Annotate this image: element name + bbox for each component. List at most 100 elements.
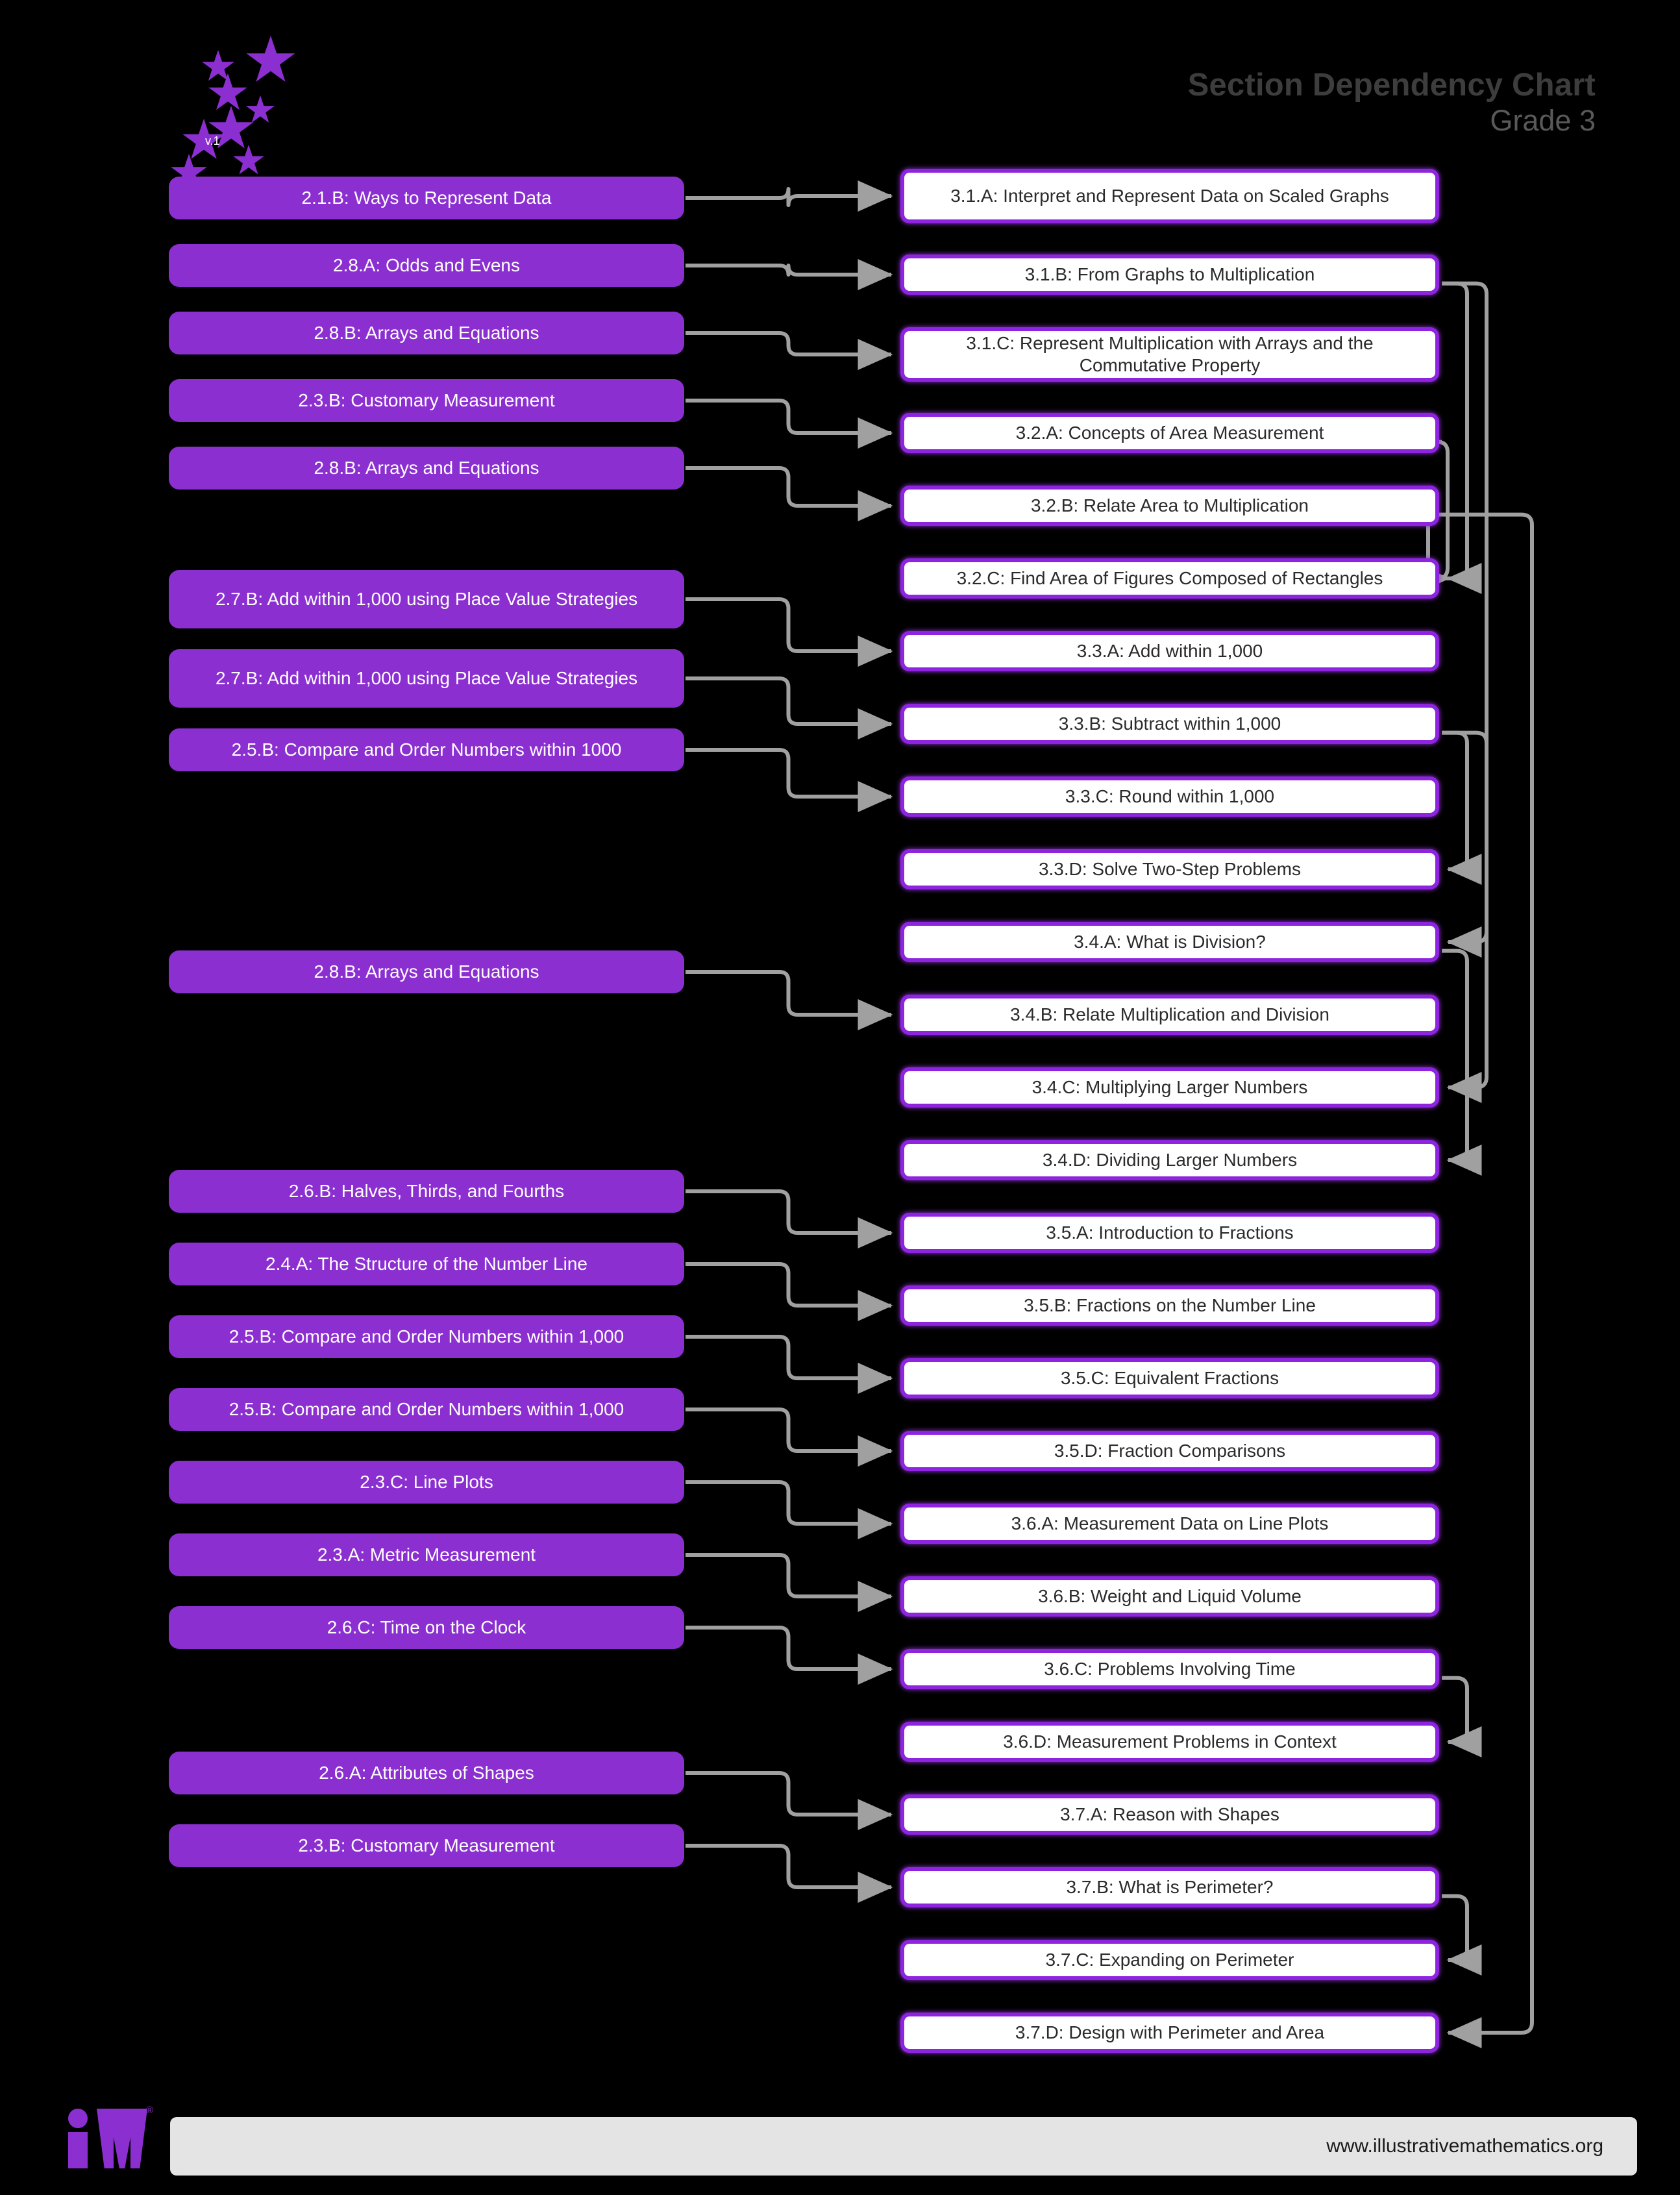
- footer-bar: www.illustrativemathematics.org: [170, 2117, 1637, 2176]
- star-icon: [202, 50, 234, 81]
- section-node-label: 3.1.C: Represent Multiplication with Arr…: [966, 333, 1374, 375]
- section-node[interactable]: 3.1.B: From Graphs to Multiplication: [900, 254, 1439, 295]
- section-node[interactable]: 3.4.C: Multiplying Larger Numbers: [900, 1067, 1439, 1108]
- connector-arrow: [686, 259, 893, 290]
- prerequisite-node-label: 2.7.B: Add within 1,000 using Place Valu…: [215, 668, 638, 689]
- section-node[interactable]: 3.3.A: Add within 1,000: [900, 631, 1439, 671]
- section-node[interactable]: 3.3.B: Subtract within 1,000: [900, 704, 1439, 744]
- registered-mark: ®: [146, 2105, 154, 2116]
- star-icon: [233, 145, 264, 175]
- section-node-label: 3.7.D: Design with Perimeter and Area: [1015, 2022, 1325, 2043]
- section-node[interactable]: 3.4.A: What is Division?: [900, 922, 1439, 962]
- section-node[interactable]: 3.1.C: Represent Multiplication with Arr…: [900, 327, 1439, 382]
- connector-arrow: [686, 597, 893, 667]
- logo-i-dot: [68, 2109, 88, 2128]
- prerequisite-node[interactable]: 2.7.B: Add within 1,000 using Place Valu…: [170, 651, 683, 706]
- connector-arrow: [686, 1480, 893, 1539]
- prerequisite-node[interactable]: 2.6.A: Attributes of Shapes: [170, 1753, 683, 1793]
- section-node[interactable]: 3.5.C: Equivalent Fractions: [900, 1358, 1439, 1398]
- section-node-label: 3.5.B: Fractions on the Number Line: [1024, 1295, 1316, 1316]
- section-node[interactable]: 3.7.D: Design with Perimeter and Area: [900, 2013, 1439, 2053]
- section-node[interactable]: 3.7.C: Expanding on Perimeter: [900, 1940, 1439, 1980]
- prerequisite-node-label: 2.5.B: Compare and Order Numbers within …: [231, 739, 622, 760]
- section-node[interactable]: 3.7.B: What is Perimeter?: [900, 1867, 1439, 1907]
- prerequisite-node[interactable]: 2.8.B: Arrays and Equations: [170, 952, 683, 992]
- section-node[interactable]: 3.2.B: Relate Area to Multiplication: [900, 486, 1439, 526]
- prerequisite-node[interactable]: 2.1.B: Ways to Represent Data: [170, 178, 683, 218]
- connector-arrow: [686, 180, 893, 212]
- prerequisite-node-label: 2.5.B: Compare and Order Numbers within …: [229, 1399, 624, 1420]
- section-node[interactable]: 3.4.D: Dividing Larger Numbers: [900, 1140, 1439, 1180]
- section-node[interactable]: 3.2.C: Find Area of Figures Composed of …: [900, 558, 1439, 599]
- section-node-label: 3.7.C: Expanding on Perimeter: [1045, 1950, 1294, 1970]
- im-logo: ®: [68, 2103, 162, 2175]
- connector-arrow: [686, 1553, 893, 1612]
- section-node[interactable]: 3.1.A: Interpret and Represent Data on S…: [900, 169, 1439, 223]
- prerequisite-node[interactable]: 2.3.B: Customary Measurement: [170, 1826, 683, 1866]
- section-node[interactable]: 3.3.D: Solve Two-Step Problems: [900, 849, 1439, 889]
- connector-arrow: [1442, 512, 1534, 2048]
- section-node[interactable]: 3.6.B: Weight and Liquid Volume: [900, 1576, 1439, 1617]
- section-node-label: 3.7.A: Reason with Shapes: [1060, 1804, 1279, 1825]
- section-node-label: 3.6.B: Weight and Liquid Volume: [1038, 1586, 1302, 1607]
- section-node[interactable]: 3.5.D: Fraction Comparisons: [900, 1431, 1439, 1471]
- section-node[interactable]: 3.7.A: Reason with Shapes: [900, 1794, 1439, 1835]
- connector-arrow: [686, 676, 893, 739]
- prerequisite-node-label: 2.4.A: The Structure of the Number Line: [266, 1254, 587, 1274]
- connector-arrow: [686, 970, 893, 1030]
- prerequisite-node[interactable]: 2.8.B: Arrays and Equations: [170, 448, 683, 488]
- header: Section Dependency Chart Grade 3: [1188, 68, 1596, 139]
- logo-m-stroke: [130, 2109, 147, 2168]
- prerequisite-node[interactable]: 2.5.B: Compare and Order Numbers within …: [170, 1389, 683, 1430]
- section-node-label: 3.3.D: Solve Two-Step Problems: [1038, 859, 1302, 880]
- section-node-label: 3.5.C: Equivalent Fractions: [1060, 1368, 1279, 1389]
- prerequisite-node-label: 2.5.B: Compare and Order Numbers within …: [229, 1326, 624, 1347]
- section-node-label: 3.5.A: Introduction to Fractions: [1046, 1222, 1294, 1243]
- section-node[interactable]: 3.5.B: Fractions on the Number Line: [900, 1285, 1439, 1326]
- section-node[interactable]: 3.3.C: Round within 1,000: [900, 776, 1439, 817]
- section-node-label: 3.3.B: Subtract within 1,000: [1058, 713, 1281, 734]
- section-node-label: 3.4.D: Dividing Larger Numbers: [1042, 1150, 1298, 1171]
- section-node[interactable]: 3.6.C: Problems Involving Time: [900, 1649, 1439, 1689]
- section-node-label: 3.6.C: Problems Involving Time: [1044, 1659, 1296, 1680]
- prerequisite-node[interactable]: 2.8.B: Arrays and Equations: [170, 313, 683, 353]
- section-node-label: 3.1.A: Interpret and Represent Data on S…: [950, 186, 1389, 206]
- footer-url[interactable]: www.illustrativemathematics.org: [1326, 2135, 1603, 2157]
- section-node-label: 3.4.C: Multiplying Larger Numbers: [1031, 1077, 1308, 1098]
- prerequisite-node[interactable]: 2.3.B: Customary Measurement: [170, 380, 683, 421]
- logo-i-stem: [68, 2132, 88, 2168]
- prerequisite-node[interactable]: 2.7.B: Add within 1,000 using Place Valu…: [170, 571, 683, 627]
- section-node[interactable]: 3.4.B: Relate Multiplication and Divisio…: [900, 995, 1439, 1035]
- prerequisite-node-label: 2.6.A: Attributes of Shapes: [319, 1763, 534, 1783]
- connector-arrow: [686, 1335, 893, 1394]
- connector-arrow: [686, 331, 893, 370]
- connector-arrow: [686, 1408, 893, 1467]
- connector-arrow: [1442, 730, 1489, 958]
- section-node-label: 3.2.B: Relate Area to Multiplication: [1030, 495, 1309, 516]
- prerequisite-node[interactable]: 2.3.A: Metric Measurement: [170, 1535, 683, 1575]
- connector-arrow: [686, 1262, 893, 1321]
- section-node[interactable]: 3.6.A: Measurement Data on Line Plots: [900, 1504, 1439, 1544]
- connector-arrow: [1442, 730, 1482, 885]
- prerequisite-node[interactable]: 2.3.C: Line Plots: [170, 1462, 683, 1502]
- prerequisite-node[interactable]: 2.4.A: The Structure of the Number Line: [170, 1244, 683, 1284]
- section-node-label: 3.5.D: Fraction Comparisons: [1054, 1441, 1286, 1461]
- connector-arrow: [686, 1189, 893, 1248]
- prerequisite-node[interactable]: 2.5.B: Compare and Order Numbers within …: [170, 1317, 683, 1357]
- prerequisite-node-label: 2.3.C: Line Plots: [360, 1472, 493, 1493]
- prerequisite-node[interactable]: 2.6.B: Halves, Thirds, and Fourths: [170, 1171, 683, 1211]
- connector-arrow: [686, 1771, 893, 1830]
- connector-arrow: [1442, 281, 1482, 594]
- prerequisite-node[interactable]: 2.6.C: Time on the Clock: [170, 1607, 683, 1648]
- connector-arrow: [1442, 1894, 1482, 1976]
- prerequisite-node[interactable]: 2.5.B: Compare and Order Numbers within …: [170, 730, 683, 770]
- page-title: Section Dependency Chart: [1187, 68, 1596, 103]
- section-node[interactable]: 3.2.A: Concepts of Area Measurement: [900, 413, 1439, 453]
- prerequisite-node[interactable]: 2.8.A: Odds and Evens: [170, 245, 683, 286]
- section-node[interactable]: 3.5.A: Introduction to Fractions: [900, 1213, 1439, 1253]
- page-subtitle: Grade 3: [1490, 103, 1596, 137]
- prerequisite-node-label: 2.8.B: Arrays and Equations: [314, 961, 539, 982]
- section-node[interactable]: 3.6.D: Measurement Problems in Context: [900, 1722, 1439, 1762]
- connector-arrow: [686, 748, 893, 812]
- version-tag: v.1: [205, 134, 220, 147]
